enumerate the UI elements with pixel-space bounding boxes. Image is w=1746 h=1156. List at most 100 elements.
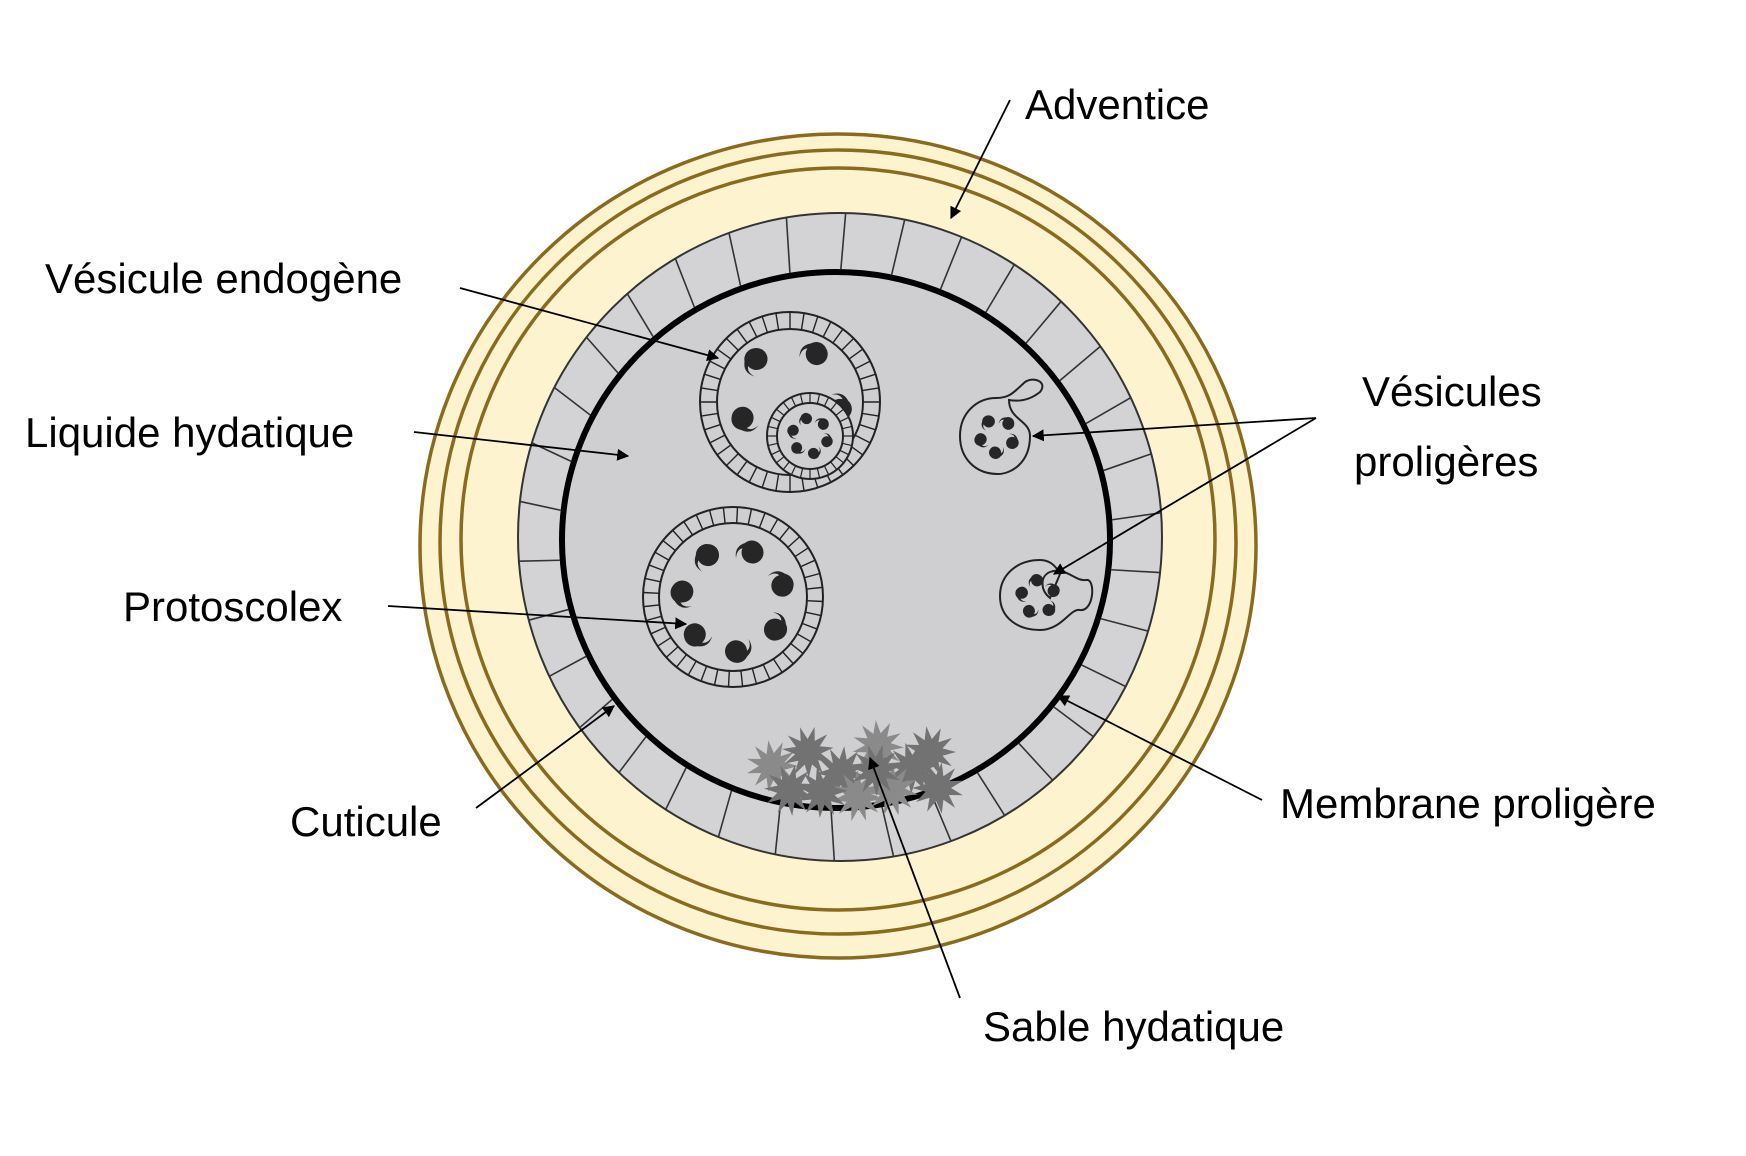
- segment-line: [716, 348, 732, 360]
- cuticle-segment: [1018, 742, 1054, 781]
- segment-line: [830, 402, 838, 411]
- segment-line: [722, 507, 726, 524]
- segment-line: [687, 660, 697, 676]
- segment-line: [736, 460, 748, 476]
- cuticle-segment: [1025, 300, 1062, 344]
- segment-line: [648, 564, 665, 572]
- segment-line: [842, 442, 853, 447]
- label-vesicules-proligeres-2: proligères: [1354, 438, 1538, 485]
- segment-line: [799, 468, 804, 479]
- segment-line: [708, 509, 715, 526]
- segment-line: [778, 526, 791, 540]
- cuticle-segment: [585, 336, 619, 374]
- endogenous-vesicle: [699, 311, 881, 493]
- segment-line: [835, 408, 844, 416]
- segment-line: [796, 633, 812, 643]
- segment-line: [769, 518, 779, 534]
- sand-particle: [912, 762, 963, 814]
- segment-line: [643, 591, 660, 595]
- segment-line: [790, 465, 797, 476]
- cuticle-segment: [674, 258, 696, 308]
- segment-line: [772, 658, 783, 673]
- segment-line: [787, 536, 801, 548]
- segment-line: [675, 654, 688, 668]
- cuticle-segment: [519, 500, 561, 512]
- label-cuticule: Cuticule: [290, 798, 442, 845]
- sand-particle: [905, 726, 956, 778]
- segment-line: [823, 465, 830, 476]
- segment-line: [800, 312, 805, 331]
- segment-line: [839, 449, 850, 456]
- segment-line: [758, 512, 766, 529]
- segment-line: [823, 396, 830, 407]
- segment-line: [782, 402, 790, 411]
- leader-liquide-hydatique: [413, 431, 630, 461]
- leader-membrane-proligere: [1056, 695, 1263, 801]
- segment-line: [830, 461, 838, 470]
- cuticle-segment: [881, 807, 895, 857]
- segment-line: [854, 434, 871, 444]
- segment-line: [650, 626, 666, 635]
- segment-line: [841, 337, 855, 351]
- segment-line: [704, 373, 721, 381]
- leader-sable-hydatique: [868, 756, 961, 999]
- segment-line: [782, 651, 794, 665]
- label-membrane-proligere: Membrane proligère: [1280, 780, 1656, 827]
- cuticle-segment: [785, 217, 791, 273]
- segment-line: [716, 444, 732, 456]
- cuticle-segment: [717, 790, 733, 838]
- segment-line: [775, 473, 780, 492]
- segment-line: [859, 373, 876, 381]
- segment-line: [727, 670, 731, 687]
- cuticle-segment: [830, 810, 836, 862]
- segment-line: [806, 586, 823, 590]
- segment-line: [735, 507, 739, 524]
- label-vesicules-proligeres-1: Vésicules: [1362, 368, 1542, 415]
- cuticle-segment: [774, 805, 782, 855]
- cuticle-segment: [553, 386, 591, 416]
- segment-line: [842, 425, 853, 430]
- segment-line: [822, 321, 832, 338]
- segment-line: [782, 461, 790, 470]
- label-vesicule-endogene: Vésicule endogène: [45, 255, 402, 302]
- segment-line: [762, 664, 771, 680]
- segment-line: [861, 412, 880, 417]
- cuticle-segment: [1081, 664, 1127, 688]
- segment-line: [832, 328, 844, 344]
- segment-line: [645, 615, 662, 622]
- cuticle-segment: [1053, 706, 1094, 738]
- segment-line: [761, 316, 769, 333]
- segment-line: [713, 669, 719, 686]
- segment-line: [770, 416, 781, 423]
- segment-line: [725, 337, 739, 351]
- segment-line: [747, 508, 753, 525]
- segment-line: [672, 529, 684, 543]
- label-liquide-hydatique: Liquide hydatique: [25, 409, 354, 456]
- segment-line: [709, 360, 726, 370]
- cuticle-segment: [626, 293, 654, 337]
- segment-line: [835, 456, 844, 464]
- segment-line: [859, 423, 876, 431]
- cuticle-segment: [518, 559, 560, 563]
- sand-particle: [782, 726, 834, 778]
- cuticle-segment: [548, 655, 587, 677]
- sand-particle: [764, 764, 816, 816]
- cuticle-segment: [1111, 568, 1161, 574]
- sand-particle: [866, 764, 918, 816]
- cuticle-segment: [840, 212, 847, 270]
- segment-line: [805, 611, 822, 617]
- segment-line: [662, 539, 676, 552]
- segment-line: [770, 449, 781, 456]
- brood-capsule-upper: [958, 378, 1044, 476]
- segment-line: [816, 468, 821, 479]
- cuticle-segment: [1103, 453, 1152, 472]
- segment-line: [800, 559, 816, 568]
- sand-particle: [747, 740, 798, 792]
- leader-vesicules-proligeres-1: [1031, 417, 1317, 442]
- leader-lines: [387, 99, 1317, 999]
- segment-line: [767, 442, 778, 447]
- leader-adventice: [950, 99, 1011, 220]
- segment-line: [811, 316, 819, 333]
